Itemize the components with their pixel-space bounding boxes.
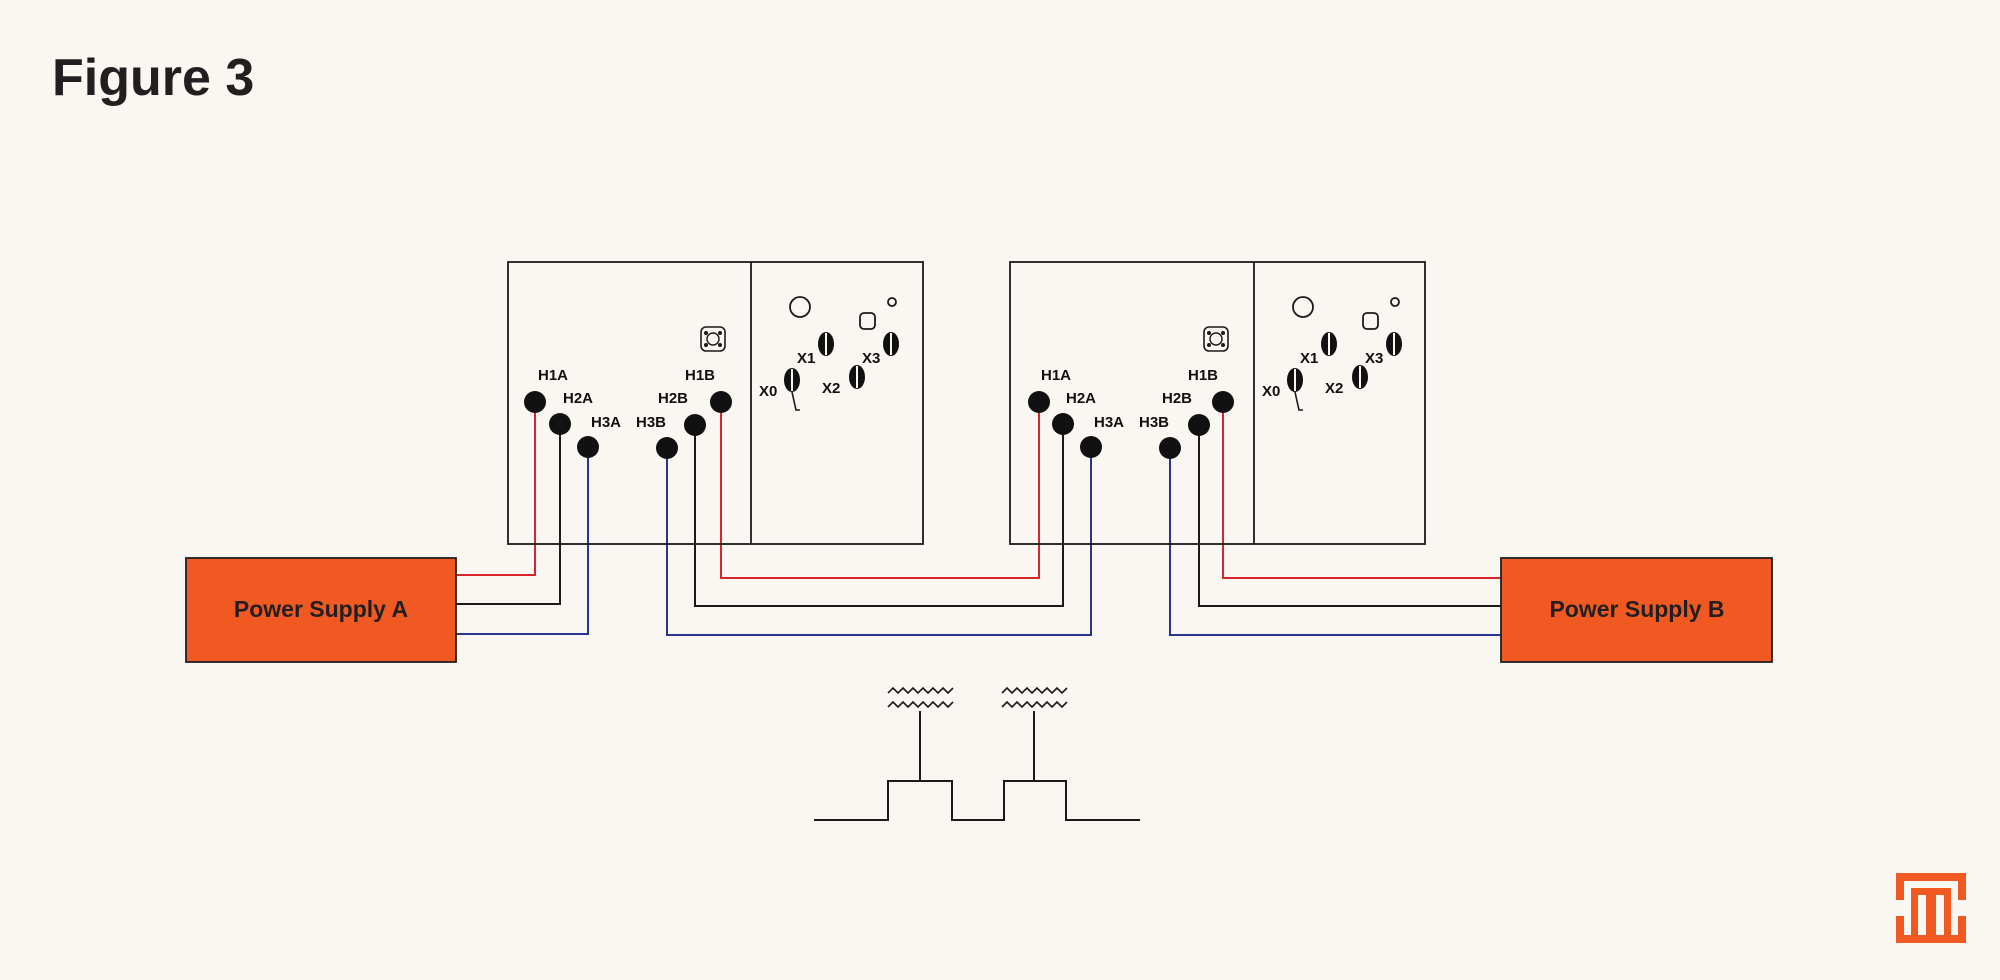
wire-h1b-psb — [1222, 402, 1501, 579]
gauge-icon — [789, 296, 811, 318]
label-h2b: H2B — [658, 390, 688, 407]
label-h3b: H3B — [636, 414, 666, 431]
bushing-x0 — [1287, 368, 1303, 411]
label-x1: X1 — [797, 350, 815, 367]
terminal-h2a — [549, 413, 571, 435]
label-x0: X0 — [759, 383, 777, 400]
plug-icon — [859, 312, 876, 330]
terminal-h2b — [684, 414, 706, 436]
transformer-enclosure — [1009, 261, 1426, 545]
label-h1a: H1A — [1041, 367, 1071, 384]
power-supply-b-label: Power Supply B — [1549, 596, 1724, 622]
label-x2: X2 — [1325, 380, 1343, 397]
power-supply-a: Power Supply A — [185, 557, 457, 663]
wire-h2b-psb — [1198, 425, 1501, 607]
bushing-x1 — [818, 332, 834, 356]
transformer-left: H1A H2A H3A H3B H2B H1B X0 X1 X2 X3 — [507, 261, 924, 545]
label-h1a: H1A — [538, 367, 568, 384]
wire-h3b-h3a — [666, 447, 1092, 636]
bushing-x2 — [1352, 365, 1368, 389]
label-h1b: H1B — [685, 367, 715, 384]
label-h2a: H2A — [1066, 390, 1096, 407]
terminal-h2b — [1188, 414, 1210, 436]
label-h2a: H2A — [563, 390, 593, 407]
terminal-h3b — [656, 437, 678, 459]
wire-h2b-h2a — [694, 424, 1064, 607]
label-h1b: H1B — [1188, 367, 1218, 384]
figure-title: Figure 3 — [52, 49, 254, 107]
bushing-x0 — [784, 368, 800, 411]
terminal-h1a — [1028, 391, 1050, 413]
label-h3a: H3A — [1094, 414, 1124, 431]
bushing-x3 — [883, 332, 899, 356]
wires — [456, 402, 1501, 636]
label-x3: X3 — [862, 350, 880, 367]
wire-psa-h2a — [456, 424, 561, 605]
label-x1: X1 — [1300, 350, 1318, 367]
terminal-h3b — [1159, 437, 1181, 459]
terminal-h3a — [1080, 436, 1102, 458]
power-supply-a-label: Power Supply A — [234, 596, 408, 622]
label-x3: X3 — [1365, 350, 1383, 367]
power-supply-b: Power Supply B — [1500, 557, 1773, 663]
label-x0: X0 — [1262, 383, 1280, 400]
label-h3a: H3A — [591, 414, 621, 431]
terminal-h1b — [1212, 391, 1234, 413]
plug-icon — [1362, 312, 1379, 330]
label-x2: X2 — [822, 380, 840, 397]
vent-icon — [1203, 326, 1229, 352]
logo-icon — [1896, 873, 1966, 943]
terminal-h2a — [1052, 413, 1074, 435]
wire-h1b-h1a — [720, 402, 1040, 579]
wire-h3b-psb — [1169, 448, 1501, 636]
gauge-icon — [1292, 296, 1314, 318]
bushing-x3 — [1386, 332, 1402, 356]
wire-psa-h3a — [456, 447, 589, 635]
valve-icon — [1390, 297, 1400, 307]
wire-psa-h1a — [456, 402, 536, 576]
transformer-right: H1A H2A H3A H3B H2B H1B X0 X1 X2 X3 — [1009, 261, 1426, 545]
terminal-h3a — [577, 436, 599, 458]
transformer-outline-icon — [814, 686, 1140, 821]
label-h3b: H3B — [1139, 414, 1169, 431]
terminal-h1a — [524, 391, 546, 413]
bushing-x1 — [1321, 332, 1337, 356]
valve-icon — [887, 297, 897, 307]
label-h2b: H2B — [1162, 390, 1192, 407]
terminal-h1b — [710, 391, 732, 413]
transformer-enclosure — [507, 261, 924, 545]
vent-icon — [700, 326, 726, 352]
bushing-x2 — [849, 365, 865, 389]
